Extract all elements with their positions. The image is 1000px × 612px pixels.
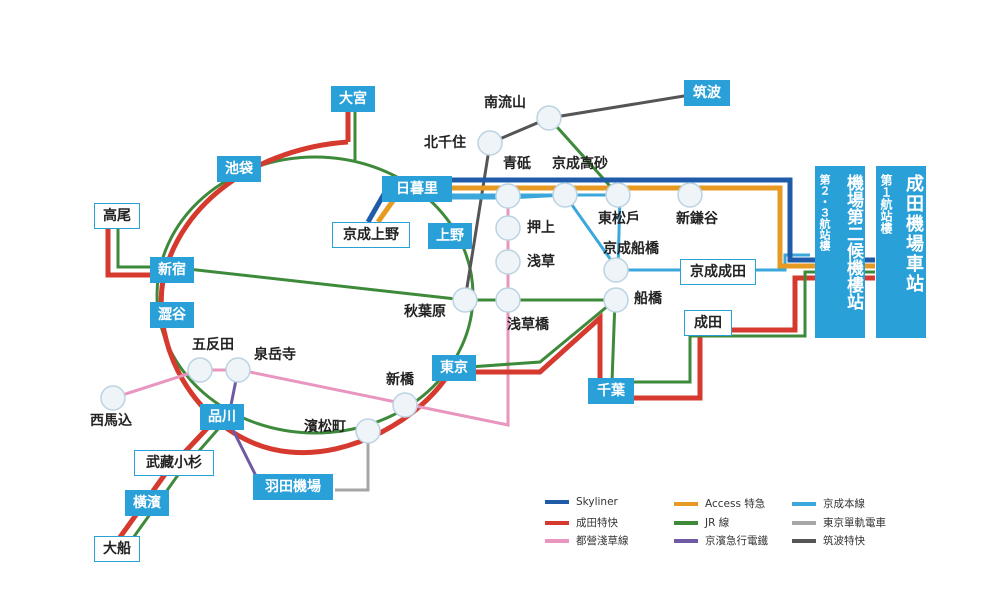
label-sengakuji: 泉岳寺 xyxy=(254,347,296,363)
legend-label: 東京單軌電車 xyxy=(823,517,886,529)
station-marker-shinkamagaya[interactable] xyxy=(677,182,703,208)
station-musashikosugi[interactable]: 武藏小杉 xyxy=(134,450,214,476)
station-chiba[interactable]: 千葉 xyxy=(588,378,634,404)
label-minami-nagareyama: 南流山 xyxy=(484,95,526,111)
narita-express-east xyxy=(450,275,875,401)
label-oshiage: 押上 xyxy=(527,220,555,236)
jr-south xyxy=(126,419,228,546)
airport-t1-station-label: 成田機場車站 xyxy=(903,174,924,294)
legend-swatch xyxy=(674,501,698,506)
legend-label: JR 線 xyxy=(705,517,730,529)
station-omiya[interactable]: 大宮 xyxy=(331,86,375,112)
label-funabashi: 船橋 xyxy=(634,291,662,307)
legend-label: 筑波特快 xyxy=(823,535,865,547)
station-keisei-narita[interactable]: 京成成田 xyxy=(680,259,756,285)
jr-tokyo-funabashi xyxy=(454,298,616,370)
label-asakusabashi: 浅草橋 xyxy=(507,317,549,333)
station-marker-hamamatsucho[interactable] xyxy=(355,418,381,444)
label-akihabara: 秋葉原 xyxy=(404,304,446,320)
station-ueno[interactable]: 上野 xyxy=(428,223,472,249)
label-kitasenju: 北千住 xyxy=(424,135,466,151)
legend-item-keikyu: 京濱急行電鐵 xyxy=(674,533,768,548)
legend-label: 都營淺草線 xyxy=(576,535,629,547)
station-marker-nishimagome[interactable] xyxy=(100,385,126,411)
station-airport-t2[interactable]: 第２・３航站樓 機場第二候機樓站 xyxy=(815,166,865,338)
airport-t2-terminal-label: 第２・３航站樓 xyxy=(818,174,831,251)
label-nishimagome: 西馬込 xyxy=(90,413,132,429)
legend-label: 京成本線 xyxy=(823,498,865,510)
station-shinjuku[interactable]: 新宿 xyxy=(150,257,194,283)
legend-swatch xyxy=(674,520,698,525)
jr-chuo xyxy=(169,265,466,302)
airport-t2-station-label: 機場第二候機樓站 xyxy=(843,174,863,310)
legend-swatch xyxy=(792,501,816,506)
station-marker-asakusa[interactable] xyxy=(495,249,521,275)
label-shimbashi: 新橋 xyxy=(386,372,414,388)
station-yokohama[interactable]: 橫濱 xyxy=(125,490,169,516)
station-marker-keisei-takasago[interactable] xyxy=(552,182,578,208)
narita-express-south xyxy=(115,418,217,542)
legend-swatch xyxy=(674,538,698,543)
legend-item-monorail: 東京單軌電車 xyxy=(792,515,886,530)
legend-item-asakusa-line: 都營淺草線 xyxy=(545,533,629,548)
station-narita[interactable]: 成田 xyxy=(684,310,732,336)
station-takao[interactable]: 高尾 xyxy=(94,203,140,229)
jr-sobu xyxy=(465,270,875,384)
legend-swatch xyxy=(792,520,816,525)
legend-label: Access 特急 xyxy=(705,498,766,510)
station-marker-kitasenju[interactable] xyxy=(477,130,503,156)
legend-swatch xyxy=(545,538,569,543)
station-shibuya[interactable]: 澀谷 xyxy=(150,302,194,328)
legend-item-keisei-main: 京成本線 xyxy=(792,496,865,511)
station-airport-t1[interactable]: 第１航站樓 成田機場車站 xyxy=(876,166,926,338)
station-marker-minami-nagareyama[interactable] xyxy=(536,105,562,131)
legend-item-access: Access 特急 xyxy=(674,496,765,511)
legend-item-narita-express: 成田特快 xyxy=(545,515,618,530)
tsukuba-line xyxy=(463,93,691,301)
label-shinkamagaya: 新鎌谷 xyxy=(676,211,718,227)
legend-swatch xyxy=(545,520,569,525)
station-marker-funabashi[interactable] xyxy=(603,287,629,313)
jr-takao xyxy=(116,228,160,269)
monorail-line xyxy=(335,432,370,492)
station-marker-higashimatsudo[interactable] xyxy=(605,182,631,208)
station-marker-asakusabashi[interactable] xyxy=(495,287,521,313)
label-higashimatsudo: 東松戶 xyxy=(598,211,640,227)
legend-item-tsukuba: 筑波特快 xyxy=(792,533,865,548)
station-tsukuba[interactable]: 筑波 xyxy=(684,80,730,106)
station-marker-sengakuji[interactable] xyxy=(225,357,251,383)
station-keisei-ueno[interactable]: 京成上野 xyxy=(332,222,410,248)
keisei-main-nippori xyxy=(452,193,620,271)
legend-item-jr: JR 線 xyxy=(674,515,729,530)
station-marker-shimbashi[interactable] xyxy=(392,392,418,418)
legend-item-skyliner: Skyliner xyxy=(545,496,618,508)
label-gotanda: 五反田 xyxy=(192,337,234,353)
station-marker-oshiage[interactable] xyxy=(495,215,521,241)
station-marker-keisei-funabashi[interactable] xyxy=(603,257,629,283)
station-ikebukuro[interactable]: 池袋 xyxy=(217,156,261,182)
legend-label: Skyliner xyxy=(576,496,618,508)
station-haneda[interactable]: 羽田機場 xyxy=(253,474,333,500)
station-marker-aoto[interactable] xyxy=(495,183,521,209)
label-asakusa: 浅草 xyxy=(527,254,555,270)
airport-t1-terminal-label: 第１航站樓 xyxy=(879,174,893,234)
station-nippori[interactable]: 日暮里 xyxy=(382,176,452,202)
station-marker-akihabara[interactable] xyxy=(452,287,478,313)
legend-label: 京濱急行電鐵 xyxy=(705,535,768,547)
label-keisei-funabashi: 京成船橋 xyxy=(603,241,659,257)
label-aoto: 青砥 xyxy=(503,156,531,172)
label-keisei-takasago: 京成高砂 xyxy=(552,156,608,172)
legend-swatch xyxy=(545,500,569,504)
narita-express-takao xyxy=(105,228,163,278)
station-ofuna[interactable]: 大船 xyxy=(94,536,140,562)
label-hamamatsucho: 濱松町 xyxy=(304,419,346,435)
legend-label: 成田特快 xyxy=(576,517,618,529)
legend-swatch xyxy=(792,538,816,543)
station-tokyo[interactable]: 東京 xyxy=(432,355,476,381)
station-marker-gotanda[interactable] xyxy=(187,357,213,383)
station-shinagawa[interactable]: 品川 xyxy=(200,404,244,430)
